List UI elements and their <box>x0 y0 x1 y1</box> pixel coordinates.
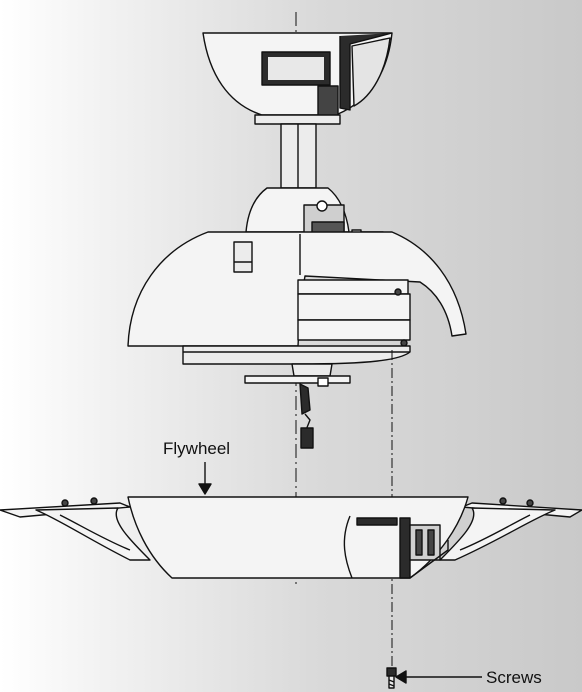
motor-housing <box>127 187 467 365</box>
flywheel-label: Flywheel <box>163 439 231 458</box>
screws-label: Screws <box>486 668 542 687</box>
screw-icon <box>386 667 397 689</box>
downrod <box>254 114 341 189</box>
flywheel <box>0 496 582 579</box>
canopy <box>202 32 393 117</box>
screws-arrow <box>395 670 482 684</box>
switch-cup <box>244 363 351 449</box>
flywheel-arrow <box>198 462 212 495</box>
